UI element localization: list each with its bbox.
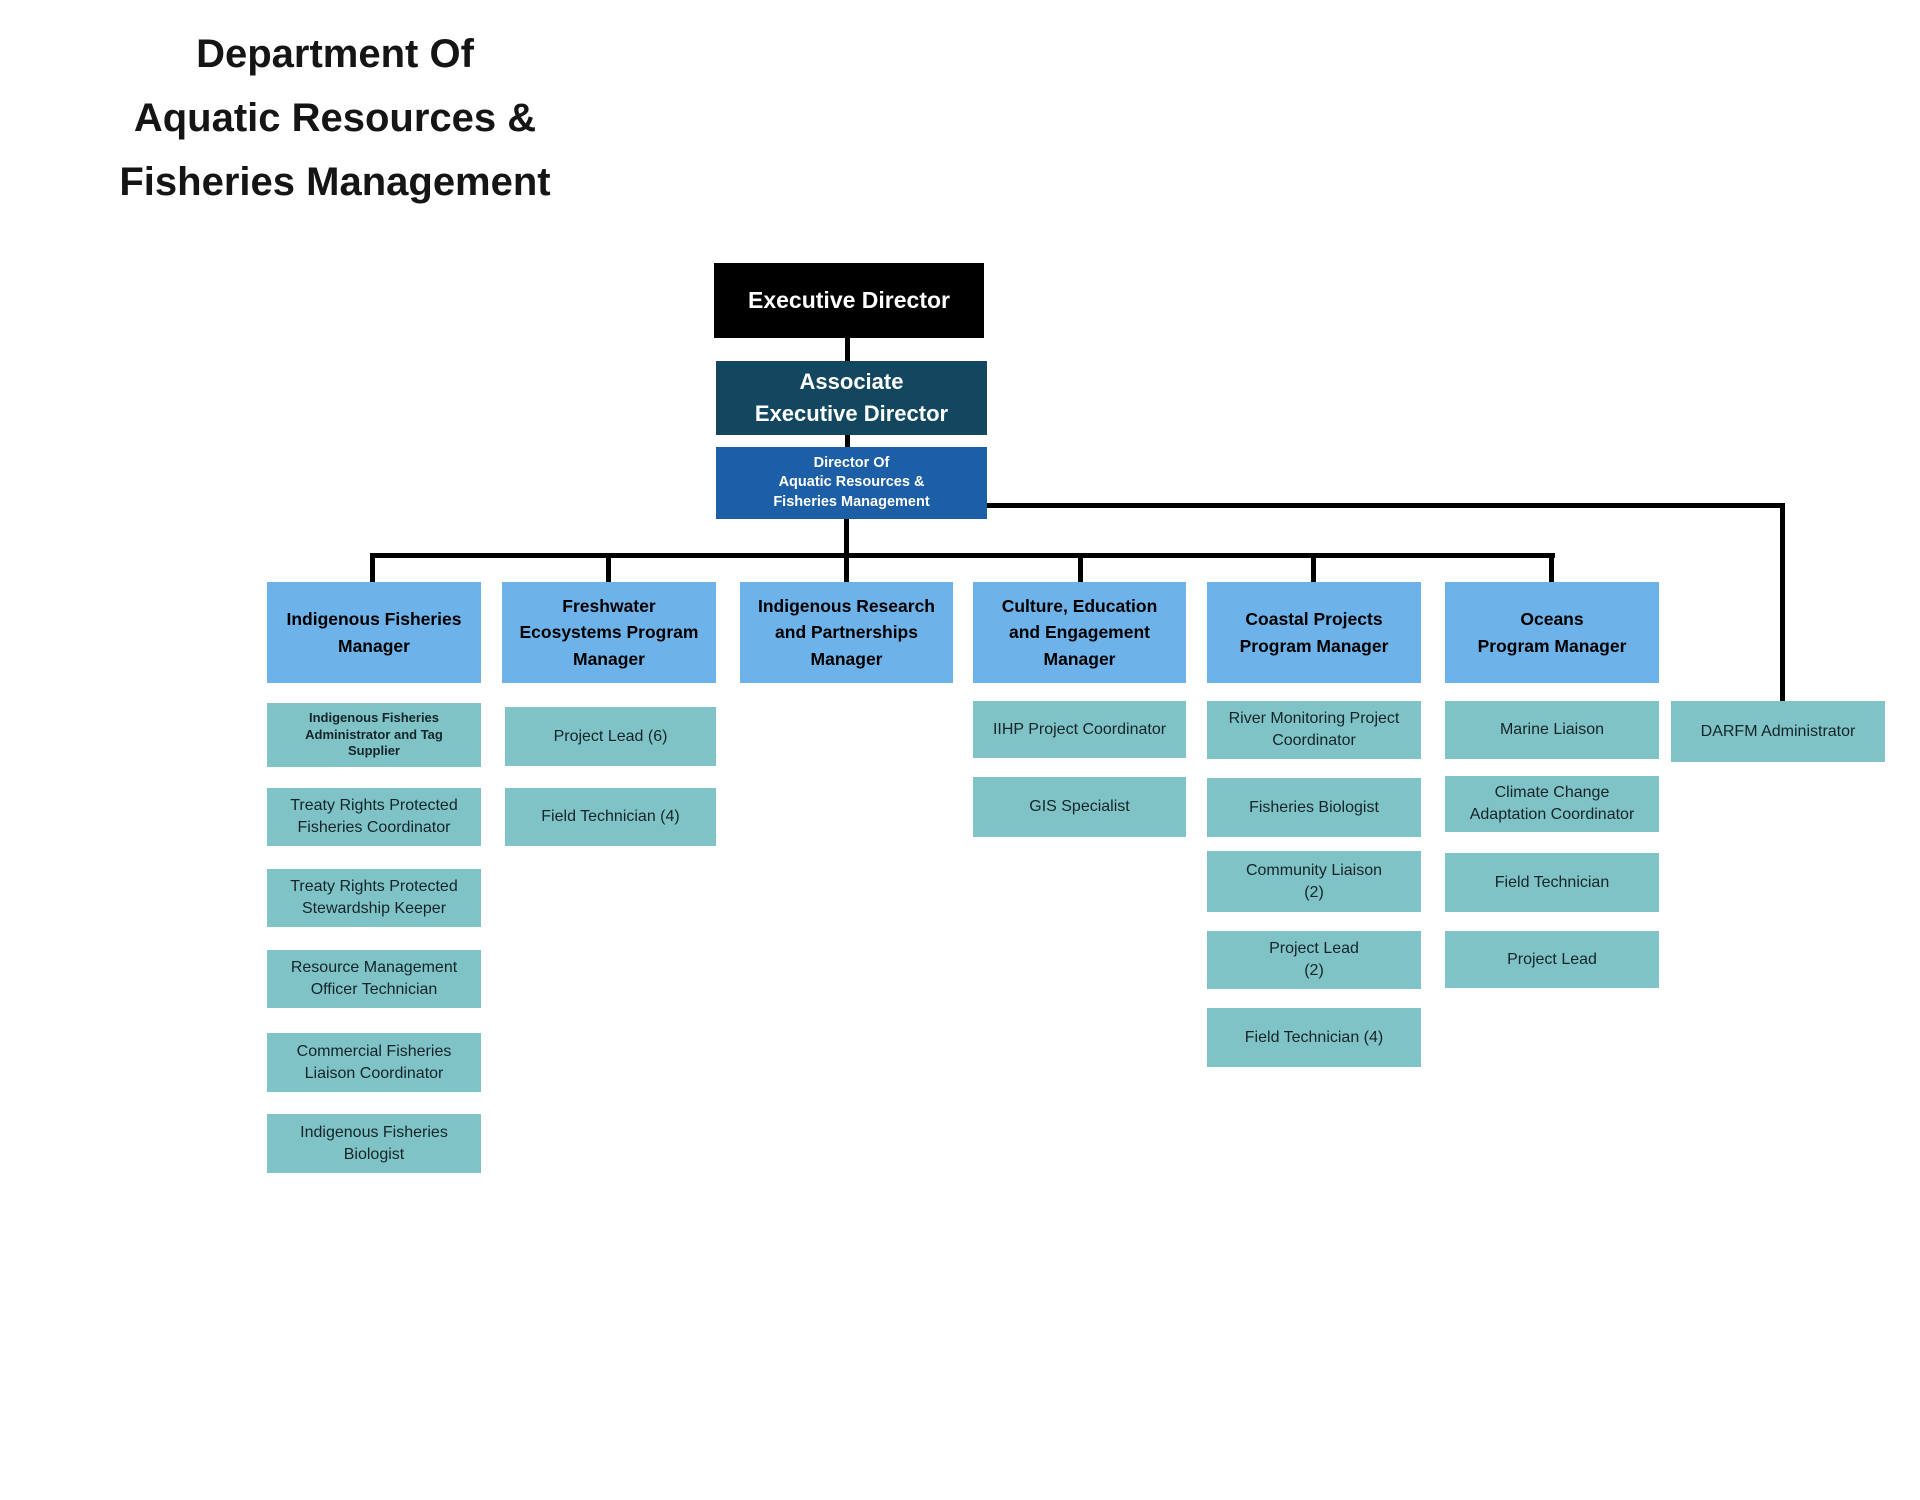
manager-box-indigenous-research: Indigenous Research and Partnerships Man…: [740, 582, 953, 683]
connector-drop-col6: [1549, 556, 1554, 584]
report-box: Project Lead (6): [505, 707, 716, 766]
connector-exec-assoc: [845, 337, 850, 363]
report-box: Field Technician (4): [505, 788, 716, 846]
report-box: Project Lead (2): [1207, 931, 1421, 989]
connector-director-bar: [844, 518, 849, 584]
page-title: Department Of Aquatic Resources & Fisher…: [119, 32, 551, 204]
report-box: Community Liaison (2): [1207, 851, 1421, 912]
connector-drop-col5: [1311, 556, 1316, 584]
director-box: Director Of Aquatic Resources & Fisherie…: [716, 447, 987, 519]
connector-director-admin-horizontal: [985, 503, 1785, 508]
report-box: Indigenous Fisheries Biologist: [267, 1114, 481, 1173]
report-box: Field Technician: [1445, 853, 1659, 912]
manager-box-coastal-projects: Coastal Projects Program Manager: [1207, 582, 1421, 683]
connector-drop-col1: [370, 556, 375, 584]
manager-box-oceans-program: Oceans Program Manager: [1445, 582, 1659, 683]
associate-executive-director-box: Associate Executive Director: [716, 361, 987, 435]
darfm-administrator-box: DARFM Administrator: [1671, 701, 1885, 762]
connector-director-admin-vertical: [1780, 503, 1785, 702]
report-box: IIHP Project Coordinator: [973, 701, 1186, 758]
report-box: Commercial Fisheries Liaison Coordinator: [267, 1033, 481, 1092]
executive-director-box: Executive Director: [714, 263, 984, 338]
connector-drop-col4: [1078, 556, 1083, 584]
connector-horizontal-bar: [370, 553, 1555, 558]
report-box: Resource Management Officer Technician: [267, 950, 481, 1008]
report-box: Project Lead: [1445, 931, 1659, 988]
manager-box-freshwater-ecosystems: Freshwater Ecosystems Program Manager: [502, 582, 716, 683]
manager-box-culture-education: Culture, Education and Engagement Manage…: [973, 582, 1186, 683]
report-box: River Monitoring Project Coordinator: [1207, 701, 1421, 759]
manager-box-indigenous-fisheries: Indigenous Fisheries Manager: [267, 582, 481, 683]
report-box: GIS Specialist: [973, 777, 1186, 837]
report-box: Marine Liaison: [1445, 701, 1659, 759]
report-box: Indigenous Fisheries Administrator and T…: [267, 703, 481, 767]
report-box: Fisheries Biologist: [1207, 778, 1421, 837]
report-box: Climate Change Adaptation Coordinator: [1445, 776, 1659, 832]
report-box: Field Technician (4): [1207, 1008, 1421, 1067]
report-box: Treaty Rights Protected Stewardship Keep…: [267, 869, 481, 927]
report-box: Treaty Rights Protected Fisheries Coordi…: [267, 788, 481, 846]
connector-drop-col2: [606, 556, 611, 584]
connector-assoc-director: [845, 434, 850, 449]
